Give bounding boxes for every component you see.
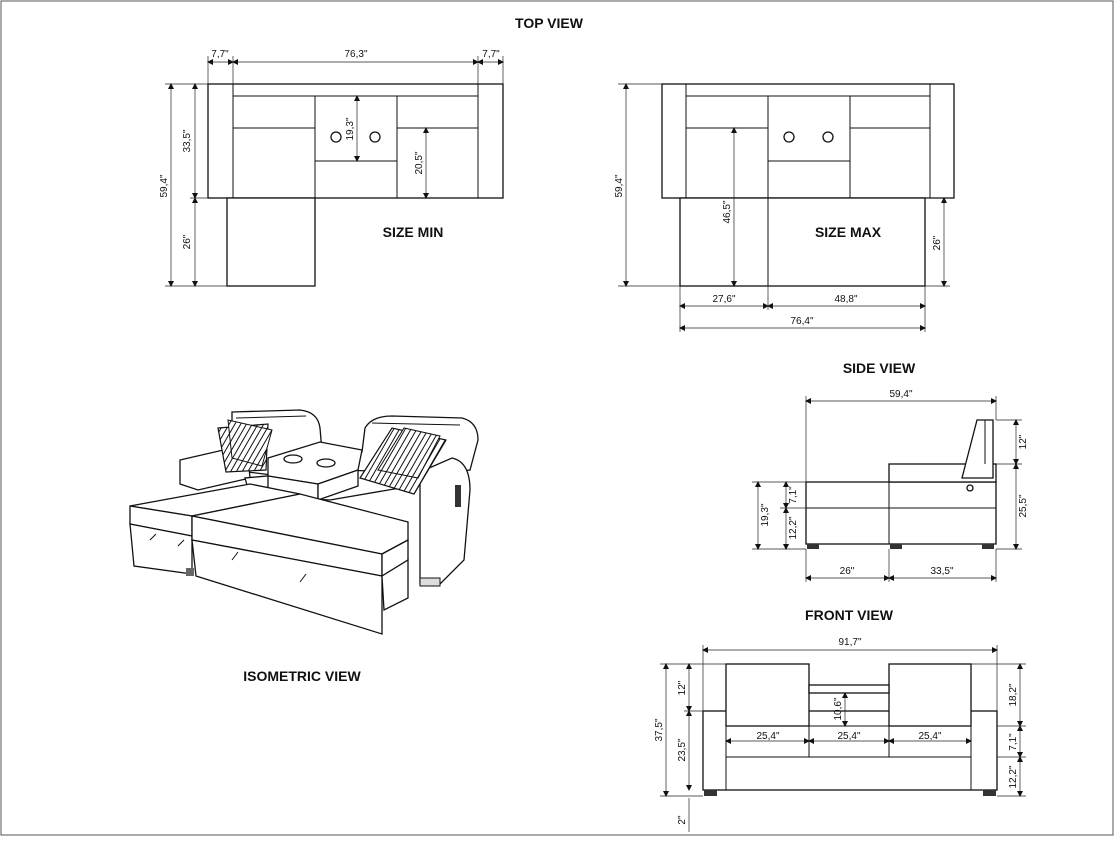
sofa-outline-max (661, 83, 955, 199)
front-dim-base: 12,2" (1008, 765, 1019, 788)
dim-max-inner: 46,5" (722, 200, 733, 223)
dim-console: 19,3" (345, 117, 356, 140)
cup-holder-icon (283, 454, 303, 464)
top-view-size-min: 7,7" 76,3" 7,7" 59,4" 33,5" 26" 19,3" 20… (159, 49, 504, 287)
dim-max-total-depth: 59,4" (614, 174, 625, 197)
side-dim-chaise: 26" (840, 566, 855, 577)
leg-shape (983, 790, 996, 796)
side-dim-height: 25,5" (1018, 494, 1029, 517)
front-dim-total-h: 37,5" (654, 718, 665, 741)
knob-icon (966, 484, 974, 492)
side-dim-cushion: 7,1" (788, 486, 799, 504)
dim-total-depth: 59,4" (159, 174, 170, 197)
front-dim-cushion: 7,1" (1008, 733, 1019, 751)
front-dim-back-h: 12" (677, 680, 688, 695)
isometric-title-part1: ISOMETRIC (243, 668, 321, 684)
front-dim-console-h: 10,6" (833, 697, 844, 720)
side-view-drawing: 59,4" 12" 25,5" 19,3" 7,1" 12,2" 26" 33,… (752, 389, 1029, 582)
cup-holder-icon (369, 131, 381, 143)
dim-right-seg: 48,8" (834, 294, 857, 305)
front-dim-seg2: 25,4" (837, 731, 860, 742)
knob-icon (455, 485, 461, 507)
chaise-outline (226, 197, 316, 287)
cup-holder-icon (316, 458, 336, 468)
side-dim-depth: 59,4" (889, 389, 912, 400)
dim-arm-left: 7,7" (211, 49, 229, 60)
front-dim-seat-h: 23,5" (677, 738, 688, 761)
side-dim-seat: 33,5" (930, 566, 953, 577)
dim-arm-right: 7,7" (482, 49, 500, 60)
front-dim-width: 91,7" (838, 637, 861, 648)
size-min-label: SIZE MIN (383, 224, 444, 240)
size-max-label: SIZE MAX (815, 224, 882, 240)
front-dim-leg: 2" (677, 815, 688, 825)
leg-shape (982, 544, 994, 549)
dim-seat-depth: 33,5" (182, 129, 193, 152)
side-dim-base: 12,2" (788, 516, 799, 539)
dim-max-ext: 26" (932, 235, 943, 250)
front-view-title: FRONT VIEW (805, 607, 894, 623)
dim-width: 76,3" (344, 49, 367, 60)
top-view-size-max: 59,4" 46,5" 26" SIZE MAX 27,6" 48,8" 76,… (614, 83, 955, 332)
isometric-view-title: ISOMETRIC VIEW (243, 668, 361, 684)
pillow-shape (377, 427, 441, 479)
backrest-shape (961, 419, 994, 479)
cup-holder-icon (330, 131, 342, 143)
front-dim-right-h: 18,2" (1008, 683, 1019, 706)
top-view-title: TOP VIEW (515, 15, 584, 31)
leg-shape (704, 790, 717, 796)
pillow-shape (227, 419, 273, 467)
dim-inner: 20,5" (414, 151, 425, 174)
dim-chaise: 26" (182, 234, 193, 249)
isometric-title-part2: VIEW (321, 668, 361, 684)
cup-holder-icon (783, 131, 795, 143)
dim-left-seg: 27,6" (712, 294, 735, 305)
side-dim-back: 12" (1018, 434, 1029, 449)
side-view-title: SIDE VIEW (843, 360, 916, 376)
front-dim-seg3: 25,4" (918, 731, 941, 742)
isometric-sofa-illustration: ISOMETRIC VIEW (129, 409, 479, 684)
front-dim-seg1: 25,4" (756, 731, 779, 742)
side-dim-seat-total: 19,3" (760, 503, 771, 526)
bed-extension-outline (679, 197, 926, 287)
leg-shape (807, 544, 819, 549)
cup-holder-icon (822, 131, 834, 143)
leg-shape (890, 544, 902, 549)
front-view-drawing: 91,7" 37,5" 12" 23,5" 2" 10,6" 25,4" 25,… (654, 637, 1026, 832)
dim-total-width: 76,4" (790, 316, 813, 327)
